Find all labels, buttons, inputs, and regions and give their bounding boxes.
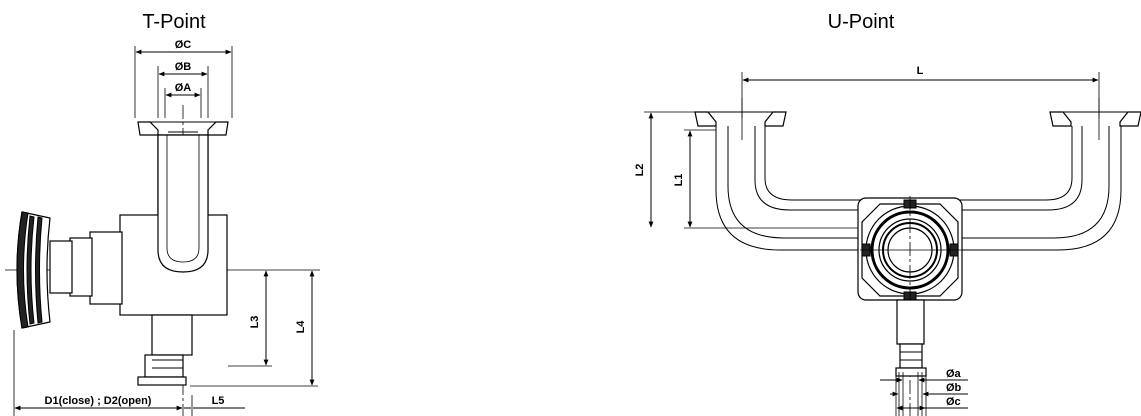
dim-dA: ØA (164, 82, 202, 118)
valve-body-icon (857, 197, 964, 301)
dim-dC-label: ØC (175, 39, 192, 51)
dim-dc: Øc (895, 372, 968, 416)
dim-L3: L3 (228, 270, 272, 367)
dim-L4: L4 (190, 270, 318, 387)
dim-L: L (741, 65, 1100, 118)
dim-dA-label: ØA (175, 82, 192, 94)
dim-L3-label: L3 (249, 316, 261, 329)
dim-da: Øa (880, 368, 968, 416)
dim-L5: L5 (184, 395, 245, 416)
dim-dc-label: Øc (946, 396, 961, 408)
dim-D-label: D1(close) ; D2(open) (45, 395, 152, 407)
dim-dC: ØC (134, 39, 233, 118)
dim-L1-label: L1 (673, 174, 685, 187)
dim-D: D1(close) ; D2(open) (13, 330, 183, 416)
dim-da-label: Øa (946, 368, 962, 380)
dim-dB: ØB (157, 61, 209, 118)
t-point-title: T-Point (142, 11, 206, 33)
dim-dB-label: ØB (175, 61, 192, 73)
u-point-drawing: U-Point L L1 (634, 11, 1141, 416)
dim-L2: L2 (634, 111, 698, 228)
dim-L4-label: L4 (295, 320, 307, 334)
handwheel-icon (16, 211, 51, 329)
dim-db-label: Øb (946, 382, 962, 394)
t-point-drawing: T-Point ØC ØB ØA (5, 11, 320, 416)
dim-L5-label: L5 (212, 395, 225, 407)
dim-L1: L1 (673, 129, 860, 229)
u-point-title: U-Point (828, 11, 895, 33)
dim-L-label: L (917, 65, 924, 77)
dim-L2-label: L2 (634, 164, 646, 177)
dim-db: Øb (890, 372, 968, 416)
